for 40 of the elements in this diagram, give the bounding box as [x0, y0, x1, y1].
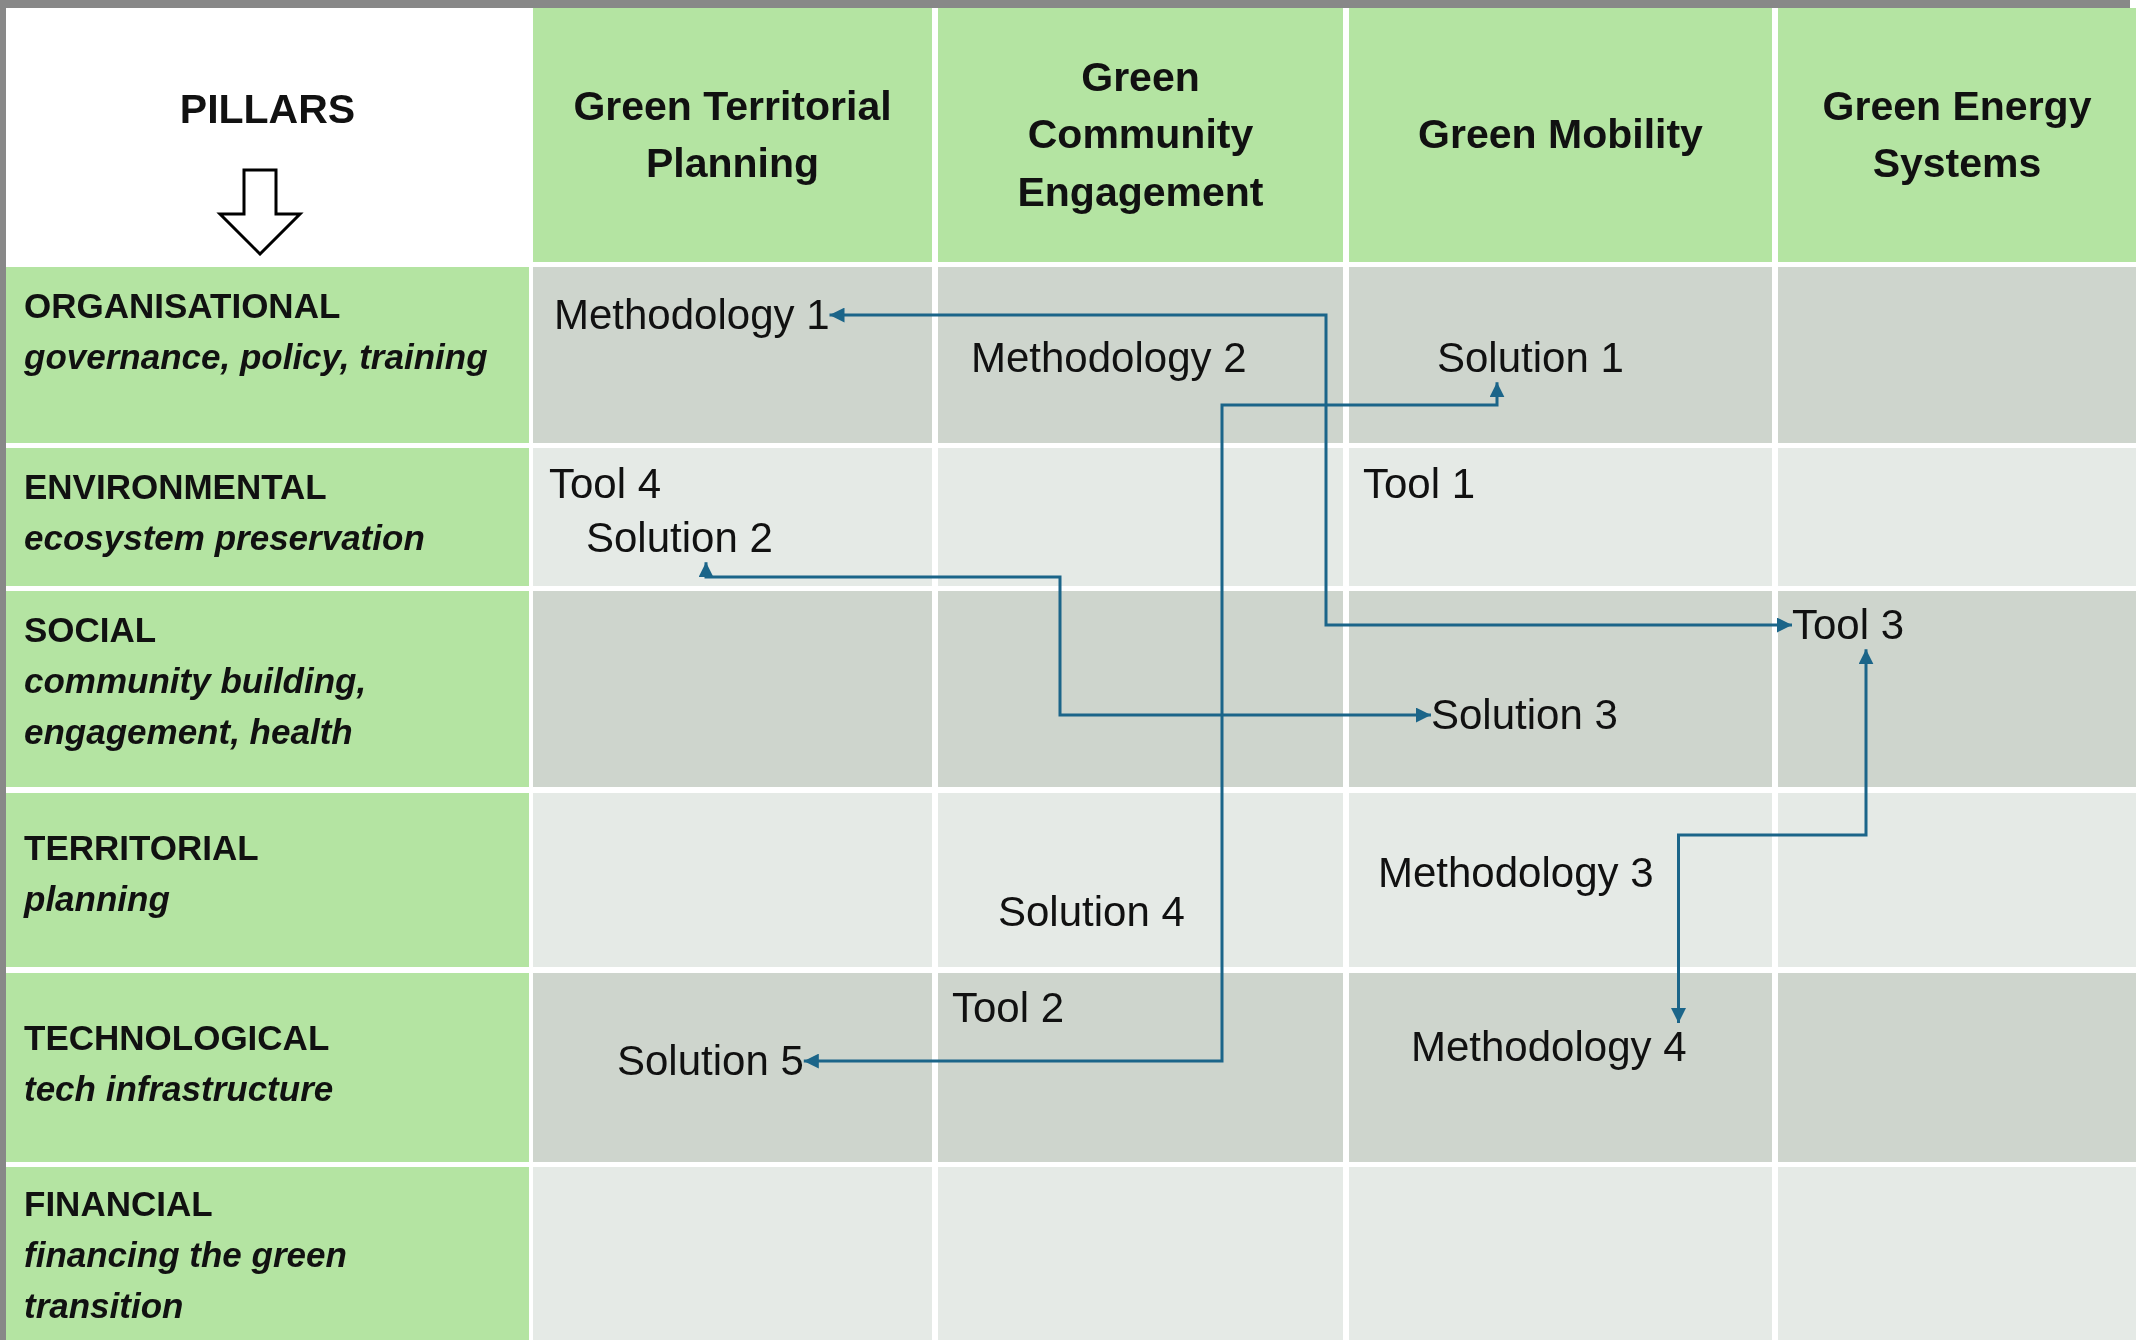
connector-arrow	[698, 562, 1431, 723]
connector-arrow	[803, 382, 1505, 1069]
item-text: Methodology 1	[554, 291, 830, 340]
pillar-title: ENVIRONMENTAL	[24, 466, 328, 508]
column-header: Green Energy Systems	[1778, 8, 2136, 262]
pillar-title: SOCIAL	[24, 609, 158, 651]
row-header-cell	[6, 267, 529, 443]
row-header-cell	[6, 448, 529, 586]
pillar-description: community building, engagement, health	[24, 659, 368, 753]
connector-arrow	[1671, 649, 1874, 1023]
item-text: Methodology 4	[1411, 1023, 1687, 1072]
row-header-cell	[6, 973, 529, 1162]
pillar-description: financing the green transition	[24, 1233, 348, 1327]
row-header-cell	[6, 793, 529, 967]
column-header: Green Territorial Planning	[533, 8, 932, 262]
pillar-title: FINANCIAL	[24, 1183, 214, 1225]
pillars-heading: PILLARS	[178, 86, 357, 134]
pillar-title: ORGANISATIONAL	[24, 285, 342, 327]
connector-arrow	[829, 307, 1792, 633]
row-header-cell	[6, 591, 529, 787]
pillar-description: tech infrastructure	[24, 1067, 335, 1110]
item-text: Tool 1	[1363, 460, 1476, 509]
pillar-title: TERRITORIAL	[24, 827, 260, 869]
pillar-description: planning	[24, 877, 171, 920]
item-text: Solution 1	[1437, 334, 1624, 383]
column-header: Green Community Engagement	[938, 8, 1343, 262]
pillar-description: governance, policy, training	[24, 335, 489, 378]
item-text: Tool 4	[549, 460, 662, 509]
column-header: Green Mobility	[1349, 8, 1772, 262]
item-text: Methodology 2	[971, 334, 1247, 383]
pillar-description: ecosystem preservation	[24, 516, 426, 559]
item-text: Solution 4	[998, 888, 1185, 937]
pillar-title: TECHNOLOGICAL	[24, 1017, 331, 1059]
item-text: Tool 3	[1792, 601, 1905, 650]
item-text: Solution 3	[1431, 691, 1618, 740]
row-header-cell	[6, 1167, 529, 1340]
item-text: Methodology 3	[1378, 849, 1654, 898]
item-text: Tool 2	[952, 984, 1065, 1033]
item-text: Solution 5	[617, 1037, 804, 1086]
item-text: Solution 2	[586, 514, 773, 563]
